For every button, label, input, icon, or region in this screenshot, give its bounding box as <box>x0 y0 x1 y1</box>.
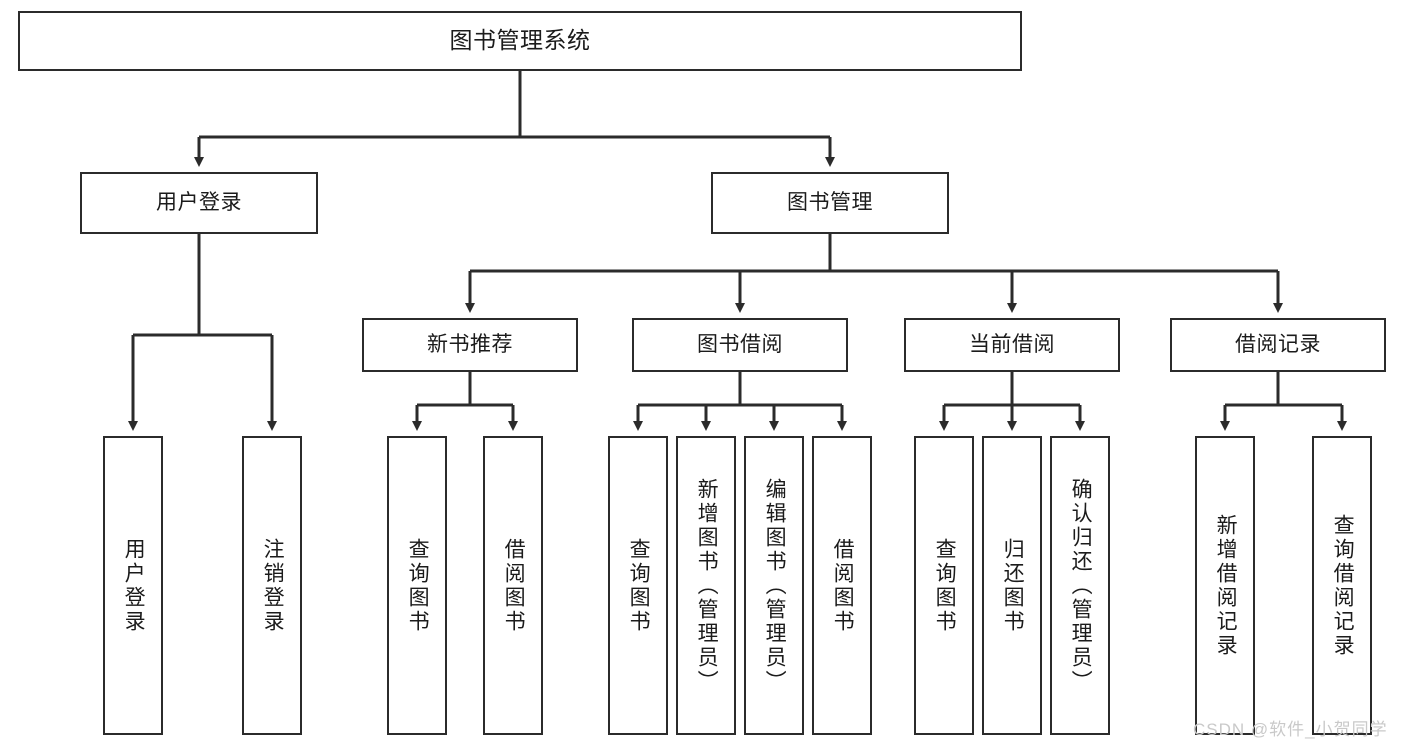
node-leaf-logout-login[interactable]: 注销登录 <box>242 436 302 735</box>
node-leaf-logout-login-label: 注销登录 <box>261 537 285 634</box>
node-leaf-user-login[interactable]: 用户登录 <box>103 436 163 735</box>
node-leaf-query-book-3-label: 查询图书 <box>933 537 957 634</box>
node-leaf-add-record-label: 新增借阅记录 <box>1214 513 1238 658</box>
node-leaf-borrow-book-1[interactable]: 借阅图书 <box>483 436 543 735</box>
node-book-borrow-label: 图书借阅 <box>697 333 783 357</box>
node-leaf-edit-book-label: 编辑图书（管理员） <box>763 477 787 694</box>
node-leaf-query-book-1-label: 查询图书 <box>406 537 430 634</box>
node-leaf-confirm-return[interactable]: 确认归还（管理员） <box>1050 436 1110 735</box>
node-leaf-confirm-return-label: 确认归还（管理员） <box>1069 477 1093 694</box>
node-new-book-rec-label: 新书推荐 <box>427 333 513 357</box>
node-user-login-label: 用户登录 <box>156 191 242 215</box>
node-user-login[interactable]: 用户登录 <box>80 172 318 234</box>
node-leaf-return-book[interactable]: 归还图书 <box>982 436 1042 735</box>
node-borrow-record-label: 借阅记录 <box>1235 333 1321 357</box>
node-leaf-borrow-book-2-label: 借阅图书 <box>831 537 855 634</box>
node-book-manage-label: 图书管理 <box>787 191 873 215</box>
node-current-borrow[interactable]: 当前借阅 <box>904 318 1120 372</box>
node-leaf-add-record[interactable]: 新增借阅记录 <box>1195 436 1255 735</box>
node-book-manage[interactable]: 图书管理 <box>711 172 949 234</box>
node-new-book-rec[interactable]: 新书推荐 <box>362 318 578 372</box>
node-root-label: 图书管理系统 <box>449 27 591 54</box>
node-leaf-query-book-2-label: 查询图书 <box>627 537 651 634</box>
node-book-borrow[interactable]: 图书借阅 <box>632 318 848 372</box>
node-leaf-borrow-book-1-label: 借阅图书 <box>502 537 526 634</box>
node-root[interactable]: 图书管理系统 <box>18 11 1022 71</box>
node-leaf-query-book-1[interactable]: 查询图书 <box>387 436 447 735</box>
watermark: CSDN @软件_小贺同学 <box>1193 720 1388 739</box>
node-leaf-add-book[interactable]: 新增图书（管理员） <box>676 436 736 735</box>
node-leaf-borrow-book-2[interactable]: 借阅图书 <box>812 436 872 735</box>
node-leaf-query-book-3[interactable]: 查询图书 <box>914 436 974 735</box>
node-leaf-return-book-label: 归还图书 <box>1001 537 1025 634</box>
node-leaf-add-book-label: 新增图书（管理员） <box>695 477 719 694</box>
node-leaf-query-record[interactable]: 查询借阅记录 <box>1312 436 1372 735</box>
node-current-borrow-label: 当前借阅 <box>969 333 1055 357</box>
node-leaf-edit-book[interactable]: 编辑图书（管理员） <box>744 436 804 735</box>
node-borrow-record[interactable]: 借阅记录 <box>1170 318 1386 372</box>
node-leaf-user-login-label: 用户登录 <box>122 537 146 634</box>
node-leaf-query-record-label: 查询借阅记录 <box>1331 513 1355 658</box>
node-leaf-query-book-2[interactable]: 查询图书 <box>608 436 668 735</box>
